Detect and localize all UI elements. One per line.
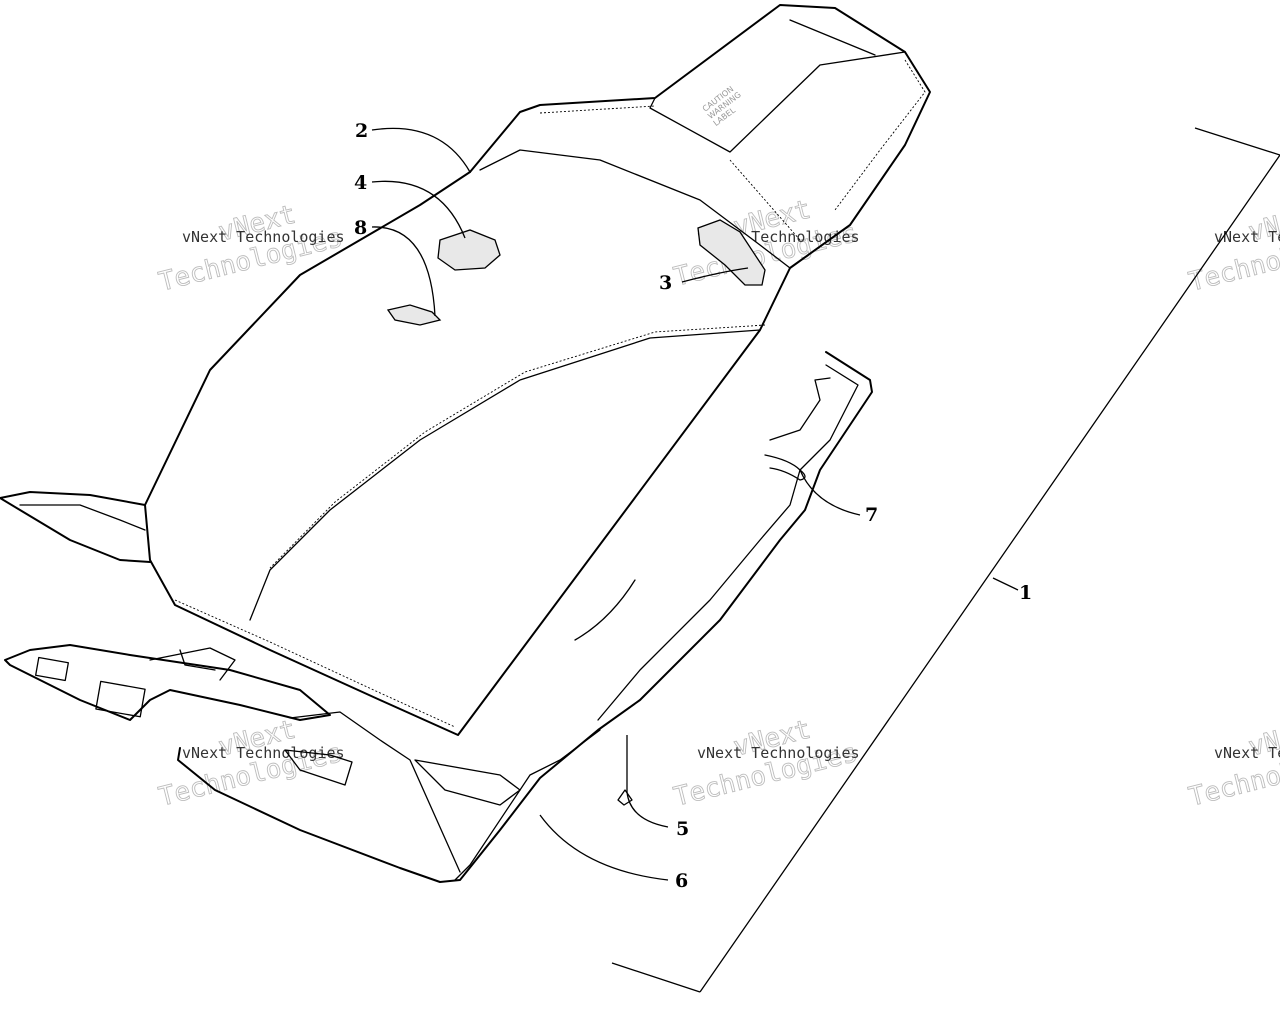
seat-base-curve — [574, 579, 636, 641]
callout-5: 5 — [676, 818, 689, 840]
watermark-right-bottom-label: vNext Technologies — [1214, 744, 1280, 762]
seat-front-lip-inner — [19, 504, 146, 531]
callout-2: 2 — [355, 120, 368, 142]
hook-part-7 — [764, 454, 806, 481]
seat-latch-block — [95, 680, 146, 718]
seat-drawing: CAUTION WARNING LABEL — [0, 4, 931, 883]
seat-tail-ridge — [779, 4, 906, 56]
seat-stitch-line-1 — [269, 324, 766, 569]
watermark-left-top-label: vNext Technologies — [182, 228, 345, 246]
seat-stitch-line-2 — [174, 599, 456, 728]
seat-front-crease — [249, 329, 761, 621]
leader-4 — [371, 180, 466, 239]
callout-3: 3 — [659, 272, 672, 294]
seat-tail-stitch — [539, 59, 926, 241]
seat-base-outline — [177, 351, 873, 883]
seat-tail-print: CAUTION WARNING LABEL — [701, 84, 743, 128]
leader-3 — [681, 267, 749, 283]
leader-6 — [539, 814, 669, 881]
watermark-right-top-label: vNext Technologies — [1214, 228, 1280, 246]
seat-base-side-recess — [769, 377, 831, 441]
seat-base-flange — [454, 729, 601, 881]
callouts: 2 4 8 3 7 1 5 6 — [354, 120, 1032, 892]
leader-8 — [371, 226, 436, 317]
patch-part-3 — [697, 219, 766, 286]
seat-cushion-outline — [144, 171, 791, 736]
callout-8: 8 — [354, 217, 367, 239]
seat-front-bracket — [4, 644, 331, 721]
leader-5 — [626, 735, 669, 828]
callout-1: 1 — [1019, 582, 1032, 604]
seat-handle-slot — [284, 749, 353, 786]
seat-base-inner-rail — [597, 364, 859, 721]
callout-7: 7 — [865, 504, 878, 526]
leader-lines — [371, 127, 1280, 993]
callout-6: 6 — [675, 870, 688, 892]
clip-part-5 — [617, 789, 633, 806]
seat-front-bracket-detail — [149, 647, 236, 681]
seat-rear-cover — [289, 711, 461, 873]
watermark-left-bottom-label: vNext Technologies — [182, 744, 345, 762]
seat-front-lip — [0, 491, 151, 563]
watermark-mid-bottom-label: vNext Technologies — [697, 744, 860, 762]
patch-part-8 — [386, 304, 442, 326]
callout-4: 4 — [354, 172, 367, 194]
bracket-1 — [611, 127, 1280, 993]
leader-7 — [799, 469, 861, 516]
seat-rear-handle — [414, 759, 521, 806]
seat-top-panel-edge — [479, 149, 791, 269]
seat-tail-panel — [649, 51, 906, 153]
leader-2 — [371, 127, 471, 173]
seat-latch-tab — [35, 656, 69, 682]
patch-part-4 — [437, 229, 501, 271]
